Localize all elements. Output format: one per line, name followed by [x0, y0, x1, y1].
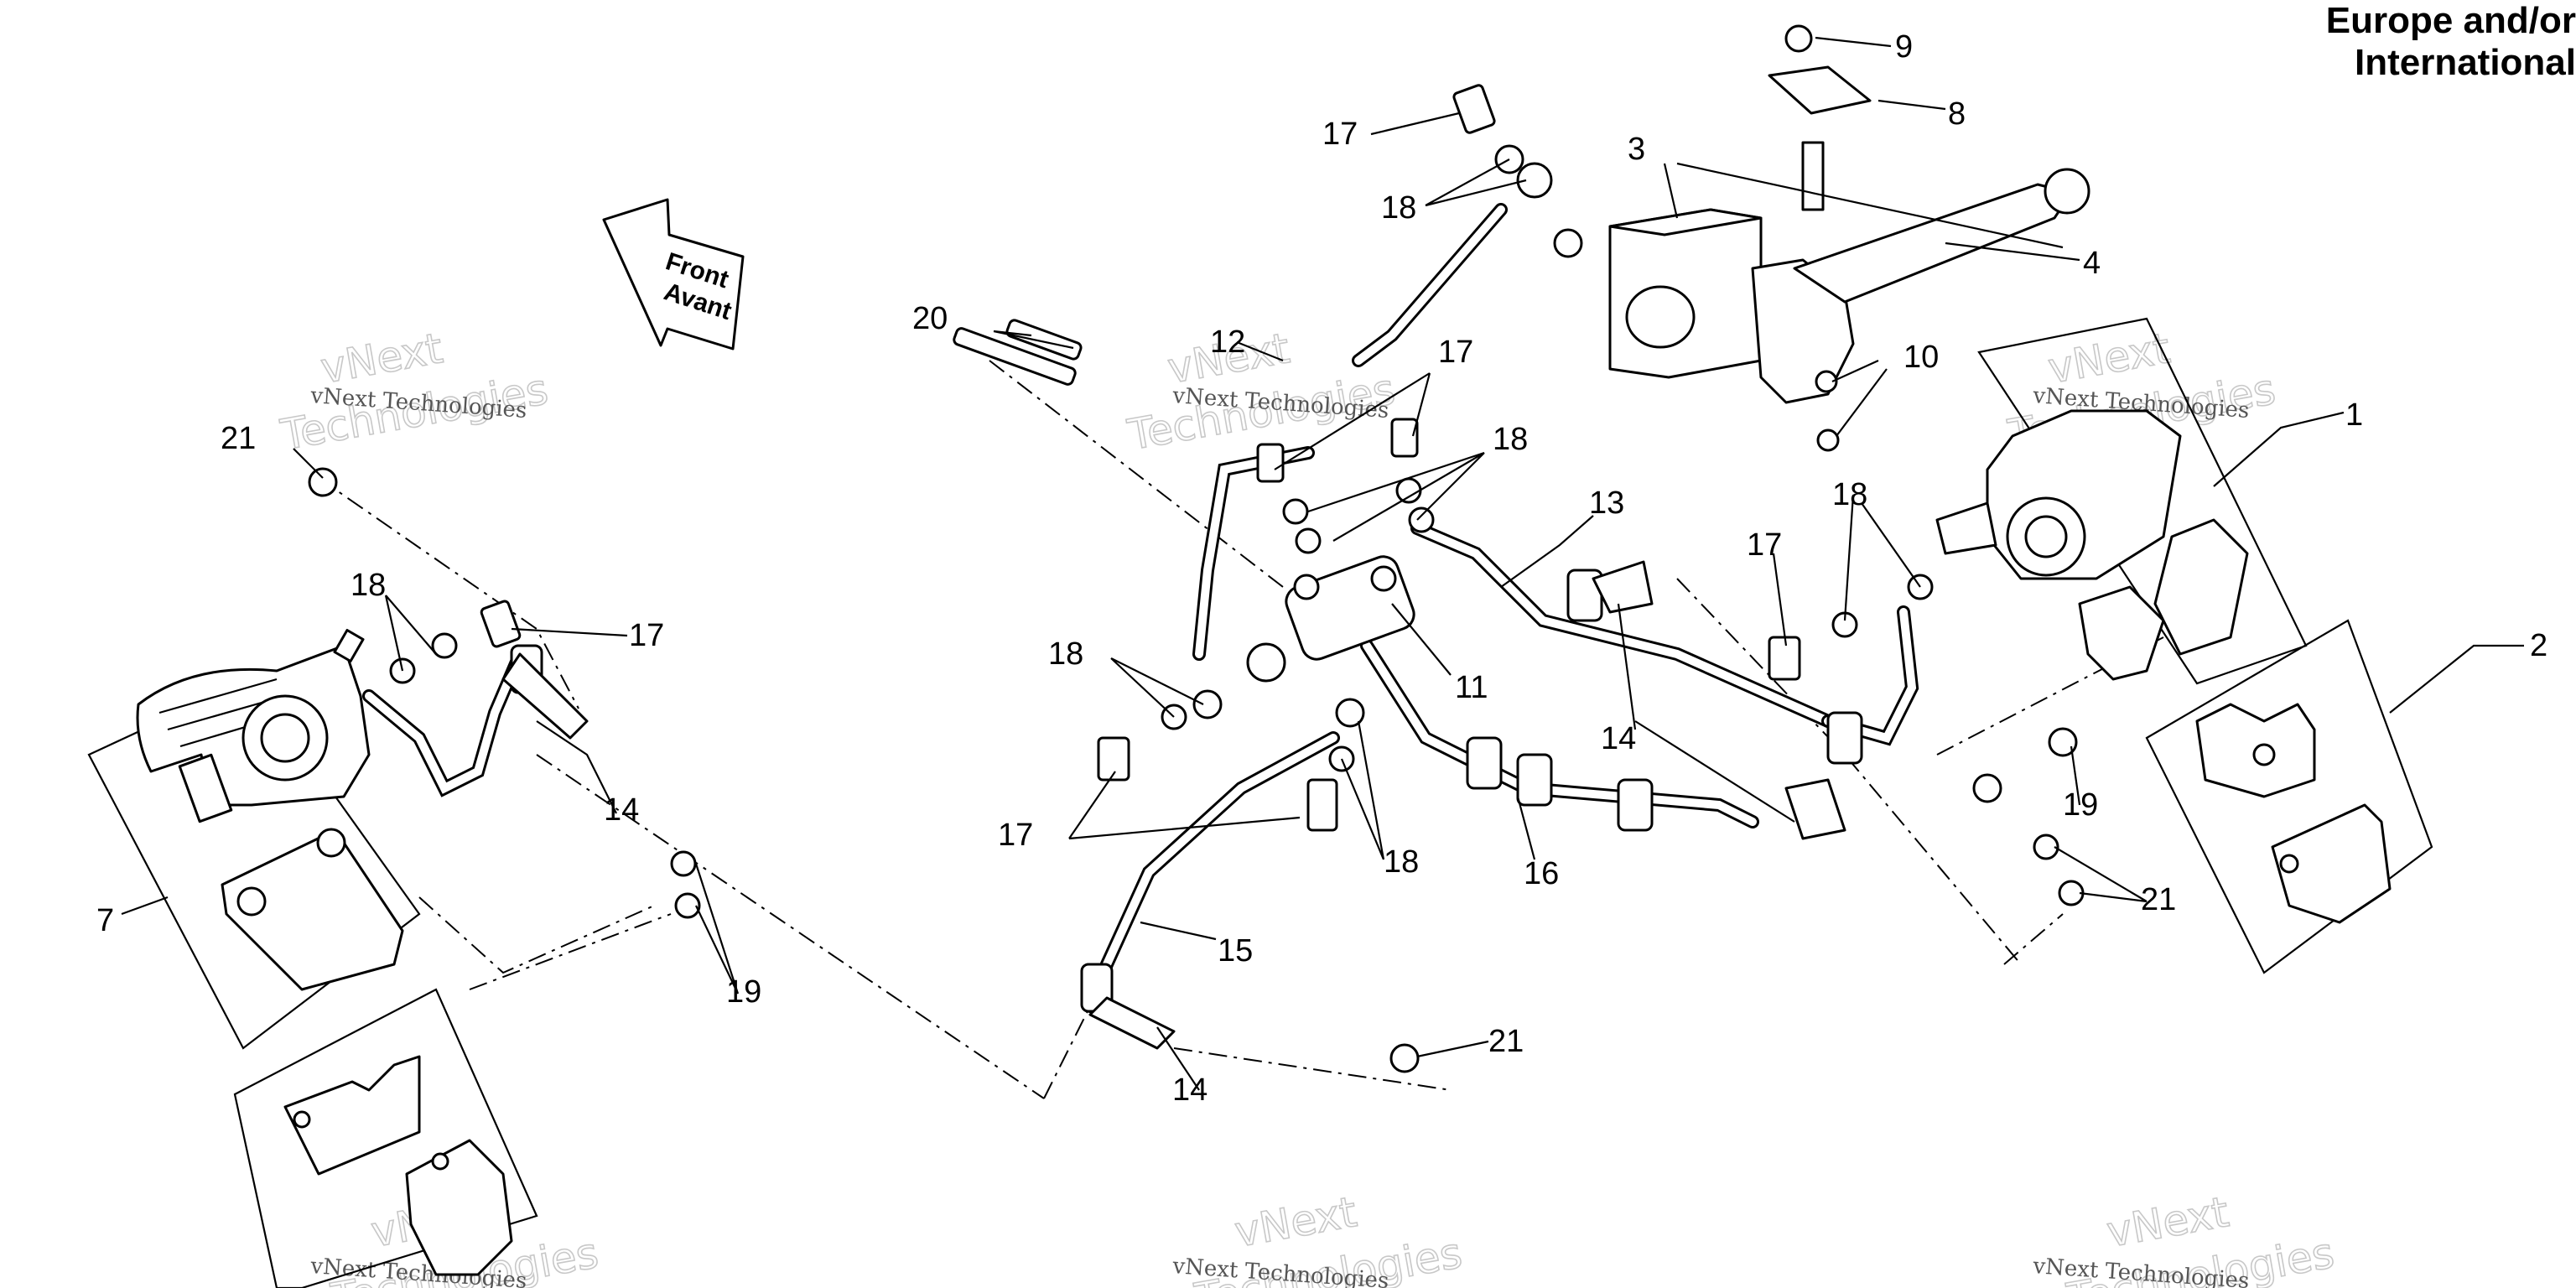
- callout-11: 11: [1455, 670, 1488, 705]
- watermark-word1: vNext: [317, 324, 446, 392]
- sealing-washers: [389, 144, 1934, 772]
- callout-17: 17: [1438, 335, 1473, 370]
- callout-14: 14: [604, 792, 639, 828]
- callout-8: 8: [1948, 96, 1966, 132]
- left-brake-pads: [233, 988, 538, 1288]
- callout-1: 1: [2345, 397, 2363, 433]
- region-title-line1: Europe and/or: [2325, 0, 2576, 41]
- right-brake-pads: [2145, 619, 2433, 974]
- callout-16: 16: [1524, 856, 1559, 891]
- callout-19: 19: [726, 974, 761, 1010]
- callout-14: 14: [1601, 721, 1636, 756]
- callout-15: 15: [1218, 933, 1253, 969]
- callout-4: 4: [2083, 246, 2101, 281]
- callout-18: 18: [1493, 422, 1528, 457]
- callout-21: 21: [221, 421, 256, 456]
- callout-13: 13: [1589, 486, 1624, 521]
- front-direction-arrow: Front Avant: [602, 198, 745, 351]
- callout-20: 20: [912, 301, 948, 336]
- master-cylinder-assembly: [1608, 24, 2090, 452]
- right-brake-caliper-assembly: [1935, 317, 2308, 685]
- callout-18: 18: [351, 568, 386, 603]
- callout-9: 9: [1895, 29, 1913, 65]
- callout-18: 18: [1384, 844, 1419, 880]
- callout-17: 17: [629, 618, 664, 653]
- callout-18: 18: [1048, 636, 1083, 672]
- watermark: vNext Technologies: [1124, 323, 1400, 460]
- callout-2: 2: [2530, 628, 2547, 663]
- callout-3: 3: [1628, 132, 1645, 167]
- callout-18: 18: [1832, 477, 1867, 512]
- hose-clips: [501, 560, 1846, 1050]
- callout-18: 18: [1381, 190, 1416, 226]
- callout-19: 19: [2063, 787, 2098, 823]
- banjo-bolts: [480, 84, 1801, 832]
- callout-17: 17: [998, 818, 1033, 853]
- callout-labels: 1 2 3 4 7 8 9 10 11 12 13 14 14 14 15 16…: [96, 29, 2547, 1108]
- callout-12: 12: [1210, 325, 1245, 360]
- callout-10: 10: [1903, 340, 1939, 375]
- region-title-line2: International: [2354, 42, 2576, 83]
- callout-21: 21: [2141, 882, 2176, 917]
- callout-14: 14: [1172, 1072, 1208, 1108]
- region-title: Europe and/or International: [2326, 0, 2576, 84]
- callout-21: 21: [1488, 1024, 1524, 1059]
- retaining-bolts: [308, 319, 2085, 1073]
- callout-17: 17: [1322, 117, 1358, 152]
- callout-7: 7: [96, 903, 114, 938]
- watermark-word1: vNext: [1231, 1187, 1360, 1256]
- leader-lines: [121, 36, 2524, 1091]
- callout-17: 17: [1747, 527, 1782, 563]
- watermark: vNext Technologies: [277, 323, 553, 460]
- left-brake-caliper-assembly: [87, 629, 421, 1050]
- watermark-word1: vNext: [2103, 1187, 2232, 1256]
